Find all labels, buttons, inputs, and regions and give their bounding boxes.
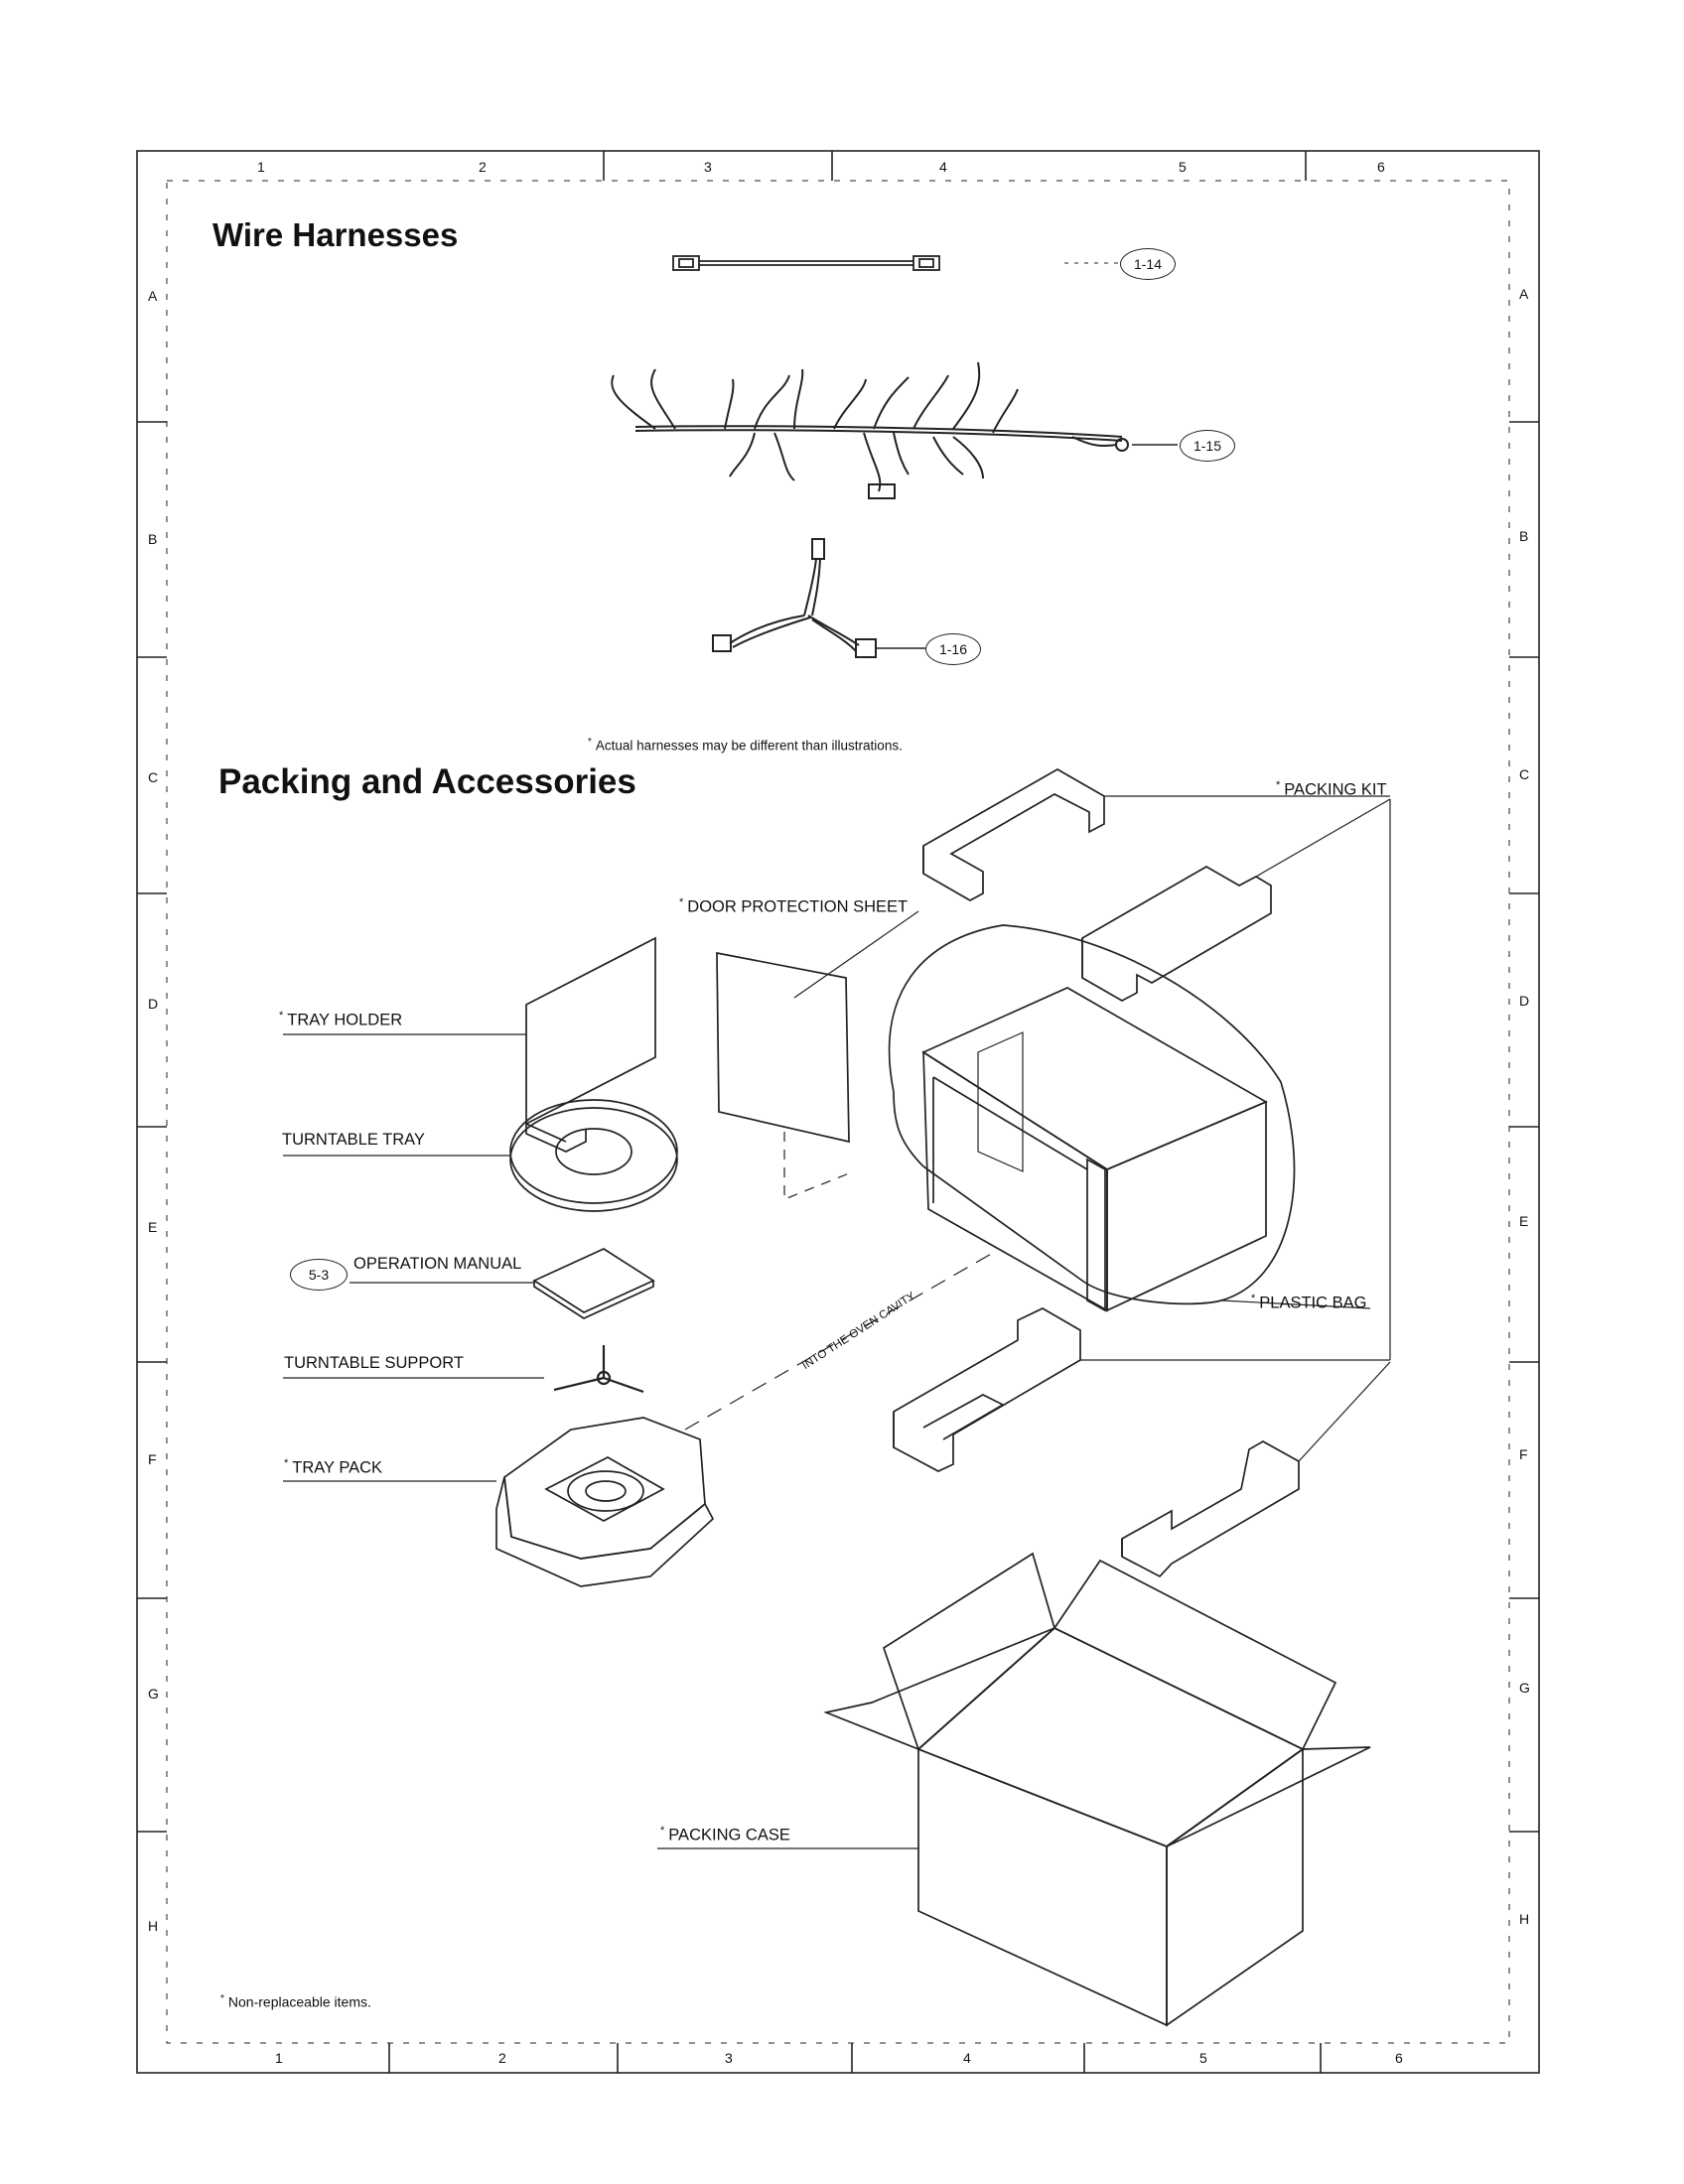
label-packing-case: *PACKING CASE	[660, 1825, 790, 1845]
grid-col-6-bottom: 6	[1395, 2050, 1403, 2066]
grid-col-2-bottom: 2	[498, 2050, 506, 2066]
grid-row-h-right: H	[1519, 1911, 1530, 1927]
grid-row-c-left: C	[148, 769, 159, 785]
callout-1-15: 1-15	[1180, 430, 1235, 462]
sheet-inner-border	[166, 180, 1510, 2044]
footnote: *Non-replaceable items.	[220, 1993, 371, 2010]
grid-col-4-top: 4	[939, 159, 947, 175]
grid-row-c-right: C	[1519, 766, 1530, 782]
footnote-text: Non-replaceable items.	[227, 1993, 371, 2010]
note-star: *	[588, 737, 592, 748]
label-star: *	[660, 1825, 665, 1837]
harness-note-text: Actual harnesses may be different than i…	[595, 738, 903, 753]
wire-harnesses-title: Wire Harnesses	[212, 216, 459, 253]
grid-row-g-right: G	[1519, 1680, 1530, 1696]
turntable-support-drawing	[283, 1345, 644, 1394]
into-oven-dashline	[684, 1252, 994, 1431]
label-star: *	[284, 1457, 289, 1469]
label-plastic-bag: *PLASTIC BAG	[1251, 1293, 1366, 1313]
tray-holder-drawing	[283, 936, 656, 1153]
oven-in-bag-drawing	[888, 924, 1371, 1312]
grid-col-5-top: 5	[1179, 159, 1187, 175]
grid-col-1-top: 1	[257, 159, 265, 175]
harness-note: *Actual harnesses may be different than …	[588, 737, 903, 753]
packing-case-drawing	[657, 1552, 1371, 2027]
grid-col-5-bottom: 5	[1199, 2050, 1207, 2066]
grid-row-d-right: D	[1519, 993, 1530, 1009]
grid-row-d-left: D	[148, 996, 159, 1012]
grid-row-a-left: A	[148, 288, 158, 304]
label-tray-pack-text: TRAY PACK	[292, 1458, 383, 1477]
label-turntable-tray: TURNTABLE TRAY	[282, 1131, 425, 1149]
callout-5-3: 5-3	[290, 1259, 348, 1291]
label-packing-kit: *PACKING KIT	[1276, 779, 1387, 800]
label-star: *	[1276, 779, 1281, 791]
label-star: *	[1251, 1293, 1256, 1304]
grid-col-4-bottom: 4	[963, 2050, 971, 2066]
grid-row-f-right: F	[1519, 1446, 1528, 1462]
grid-row-b-left: B	[148, 531, 158, 547]
turntable-tray-drawing	[283, 1099, 678, 1212]
grid-col-1-bottom: 1	[275, 2050, 283, 2066]
grid-col-6-top: 6	[1377, 159, 1385, 175]
grid-col-3-top: 3	[704, 159, 712, 175]
operation-manual-drawing	[350, 1248, 655, 1319]
label-tray-holder: *TRAY HOLDER	[279, 1010, 402, 1030]
callout-1-14: 1-14	[1120, 248, 1176, 280]
label-door-protection-sheet-text: DOOR PROTECTION SHEET	[687, 897, 909, 916]
grid-row-a-right: A	[1519, 286, 1529, 302]
grid-col-2-top: 2	[479, 159, 487, 175]
packing-kit-bottom-drawing	[893, 1307, 1391, 1578]
grid-row-e-left: E	[148, 1219, 158, 1235]
callout-1-16: 1-16	[925, 633, 981, 665]
harness-1-14-drawing	[672, 255, 1122, 271]
label-tray-holder-text: TRAY HOLDER	[287, 1011, 403, 1029]
label-star: *	[279, 1010, 284, 1022]
sheet-border	[136, 150, 1540, 2074]
grid-row-b-right: B	[1519, 528, 1529, 544]
tray-pack-drawing	[283, 1417, 715, 1587]
packing-kit-top-drawing	[922, 768, 1391, 1360]
grid-row-f-left: F	[148, 1451, 157, 1467]
grid-row-g-left: G	[148, 1686, 159, 1702]
grid-row-e-right: E	[1519, 1213, 1529, 1229]
harness-1-16-drawing	[712, 538, 925, 658]
grid-col-3-bottom: 3	[725, 2050, 733, 2066]
label-star: *	[679, 896, 684, 908]
footnote-star: *	[220, 1993, 224, 2004]
label-operation-manual: OPERATION MANUAL	[353, 1255, 522, 1273]
label-turntable-support: TURNTABLE SUPPORT	[284, 1354, 464, 1372]
door-protection-sheet-drawing	[716, 910, 919, 1200]
label-plastic-bag-text: PLASTIC BAG	[1259, 1294, 1367, 1312]
label-packing-kit-text: PACKING KIT	[1284, 780, 1387, 799]
label-tray-pack: *TRAY PACK	[284, 1457, 382, 1478]
label-packing-case-text: PACKING CASE	[668, 1826, 790, 1844]
harness-1-15-drawing	[611, 361, 1178, 499]
packing-accessories-title: Packing and Accessories	[218, 762, 636, 801]
grid-row-h-left: H	[148, 1918, 159, 1934]
label-door-protection-sheet: *DOOR PROTECTION SHEET	[679, 896, 908, 917]
